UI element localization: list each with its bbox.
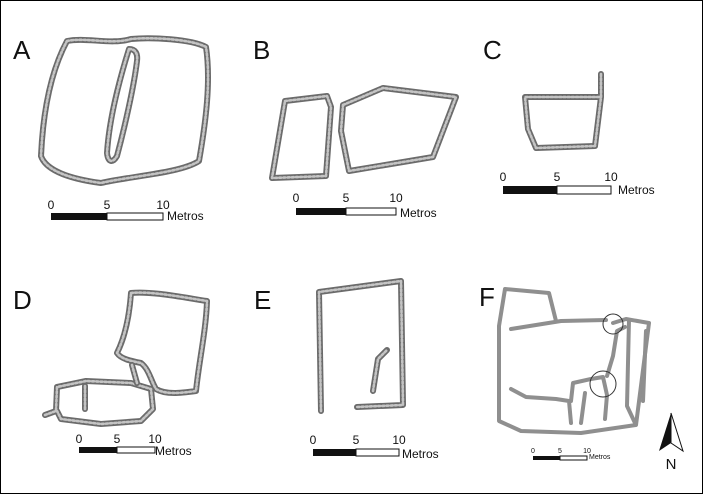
scale-tick: 5 (353, 433, 360, 447)
scale-tick: 0 (531, 448, 535, 455)
scale-tick: 10 (604, 170, 618, 184)
detail-circle-marker (589, 370, 617, 398)
scale-bar: 0 5 10 Metros (48, 198, 204, 223)
scale-bar: 0 5 10 Metros (531, 448, 611, 461)
scale-tick: 5 (104, 198, 111, 212)
structure-plan (316, 278, 406, 414)
panel-f: F 0 5 10 Metros N (479, 282, 684, 473)
north-arrow-icon (659, 413, 671, 451)
scale-unit: Metros (402, 447, 439, 461)
scale-tick: 10 (392, 433, 406, 447)
panel-letter: E (254, 285, 271, 315)
panel-a: A 0 5 10 Metros (13, 35, 212, 223)
scale-unit: Metros (618, 183, 655, 197)
scale-tick: 0 (48, 198, 55, 212)
scale-tick: 0 (310, 433, 317, 447)
scale-unit: Metros (167, 209, 204, 223)
panel-d: D 0 5 10 Metros (13, 285, 210, 458)
panel-letter: B (253, 35, 270, 65)
scale-bar: 0 5 10 Metros (310, 433, 439, 461)
scale-tick: 10 (148, 432, 162, 446)
scale-tick: 10 (583, 448, 591, 455)
north-label: N (666, 456, 677, 473)
structure-plan (38, 35, 212, 186)
scale-tick: 5 (114, 432, 121, 446)
scale-tick: 10 (156, 198, 170, 212)
panel-e: E 0 5 10 Metros (254, 278, 439, 461)
panel-letter: D (13, 285, 32, 315)
panel-letter: A (13, 35, 31, 65)
scale-unit: Metros (589, 454, 611, 461)
structure-plan (522, 71, 604, 151)
scale-bar: 0 5 10 Metros (76, 432, 192, 458)
scale-tick: 0 (500, 170, 507, 184)
scale-tick: 0 (293, 191, 300, 205)
structure-plan (269, 85, 459, 181)
panel-letter: F (479, 282, 495, 312)
scale-unit: Metros (155, 444, 192, 458)
scale-tick: 5 (554, 170, 561, 184)
panel-b: B 0 5 10 Metros (253, 35, 459, 220)
scale-tick: 5 (343, 191, 350, 205)
scale-bar: 0 5 10 Metros (500, 170, 655, 197)
scale-tick: 10 (389, 191, 403, 205)
scale-unit: Metros (400, 206, 437, 220)
panel-letter: C (483, 35, 502, 65)
north-arrow: N (659, 412, 684, 473)
scale-tick: 5 (558, 448, 562, 455)
scale-bar: 0 5 10 Metros (293, 191, 437, 220)
panel-c: C 0 5 10 Metros (483, 35, 655, 197)
scale-tick: 0 (76, 432, 83, 446)
structure-plan (497, 287, 651, 435)
structure-plan (42, 289, 210, 427)
detail-circle-marker (602, 313, 624, 335)
